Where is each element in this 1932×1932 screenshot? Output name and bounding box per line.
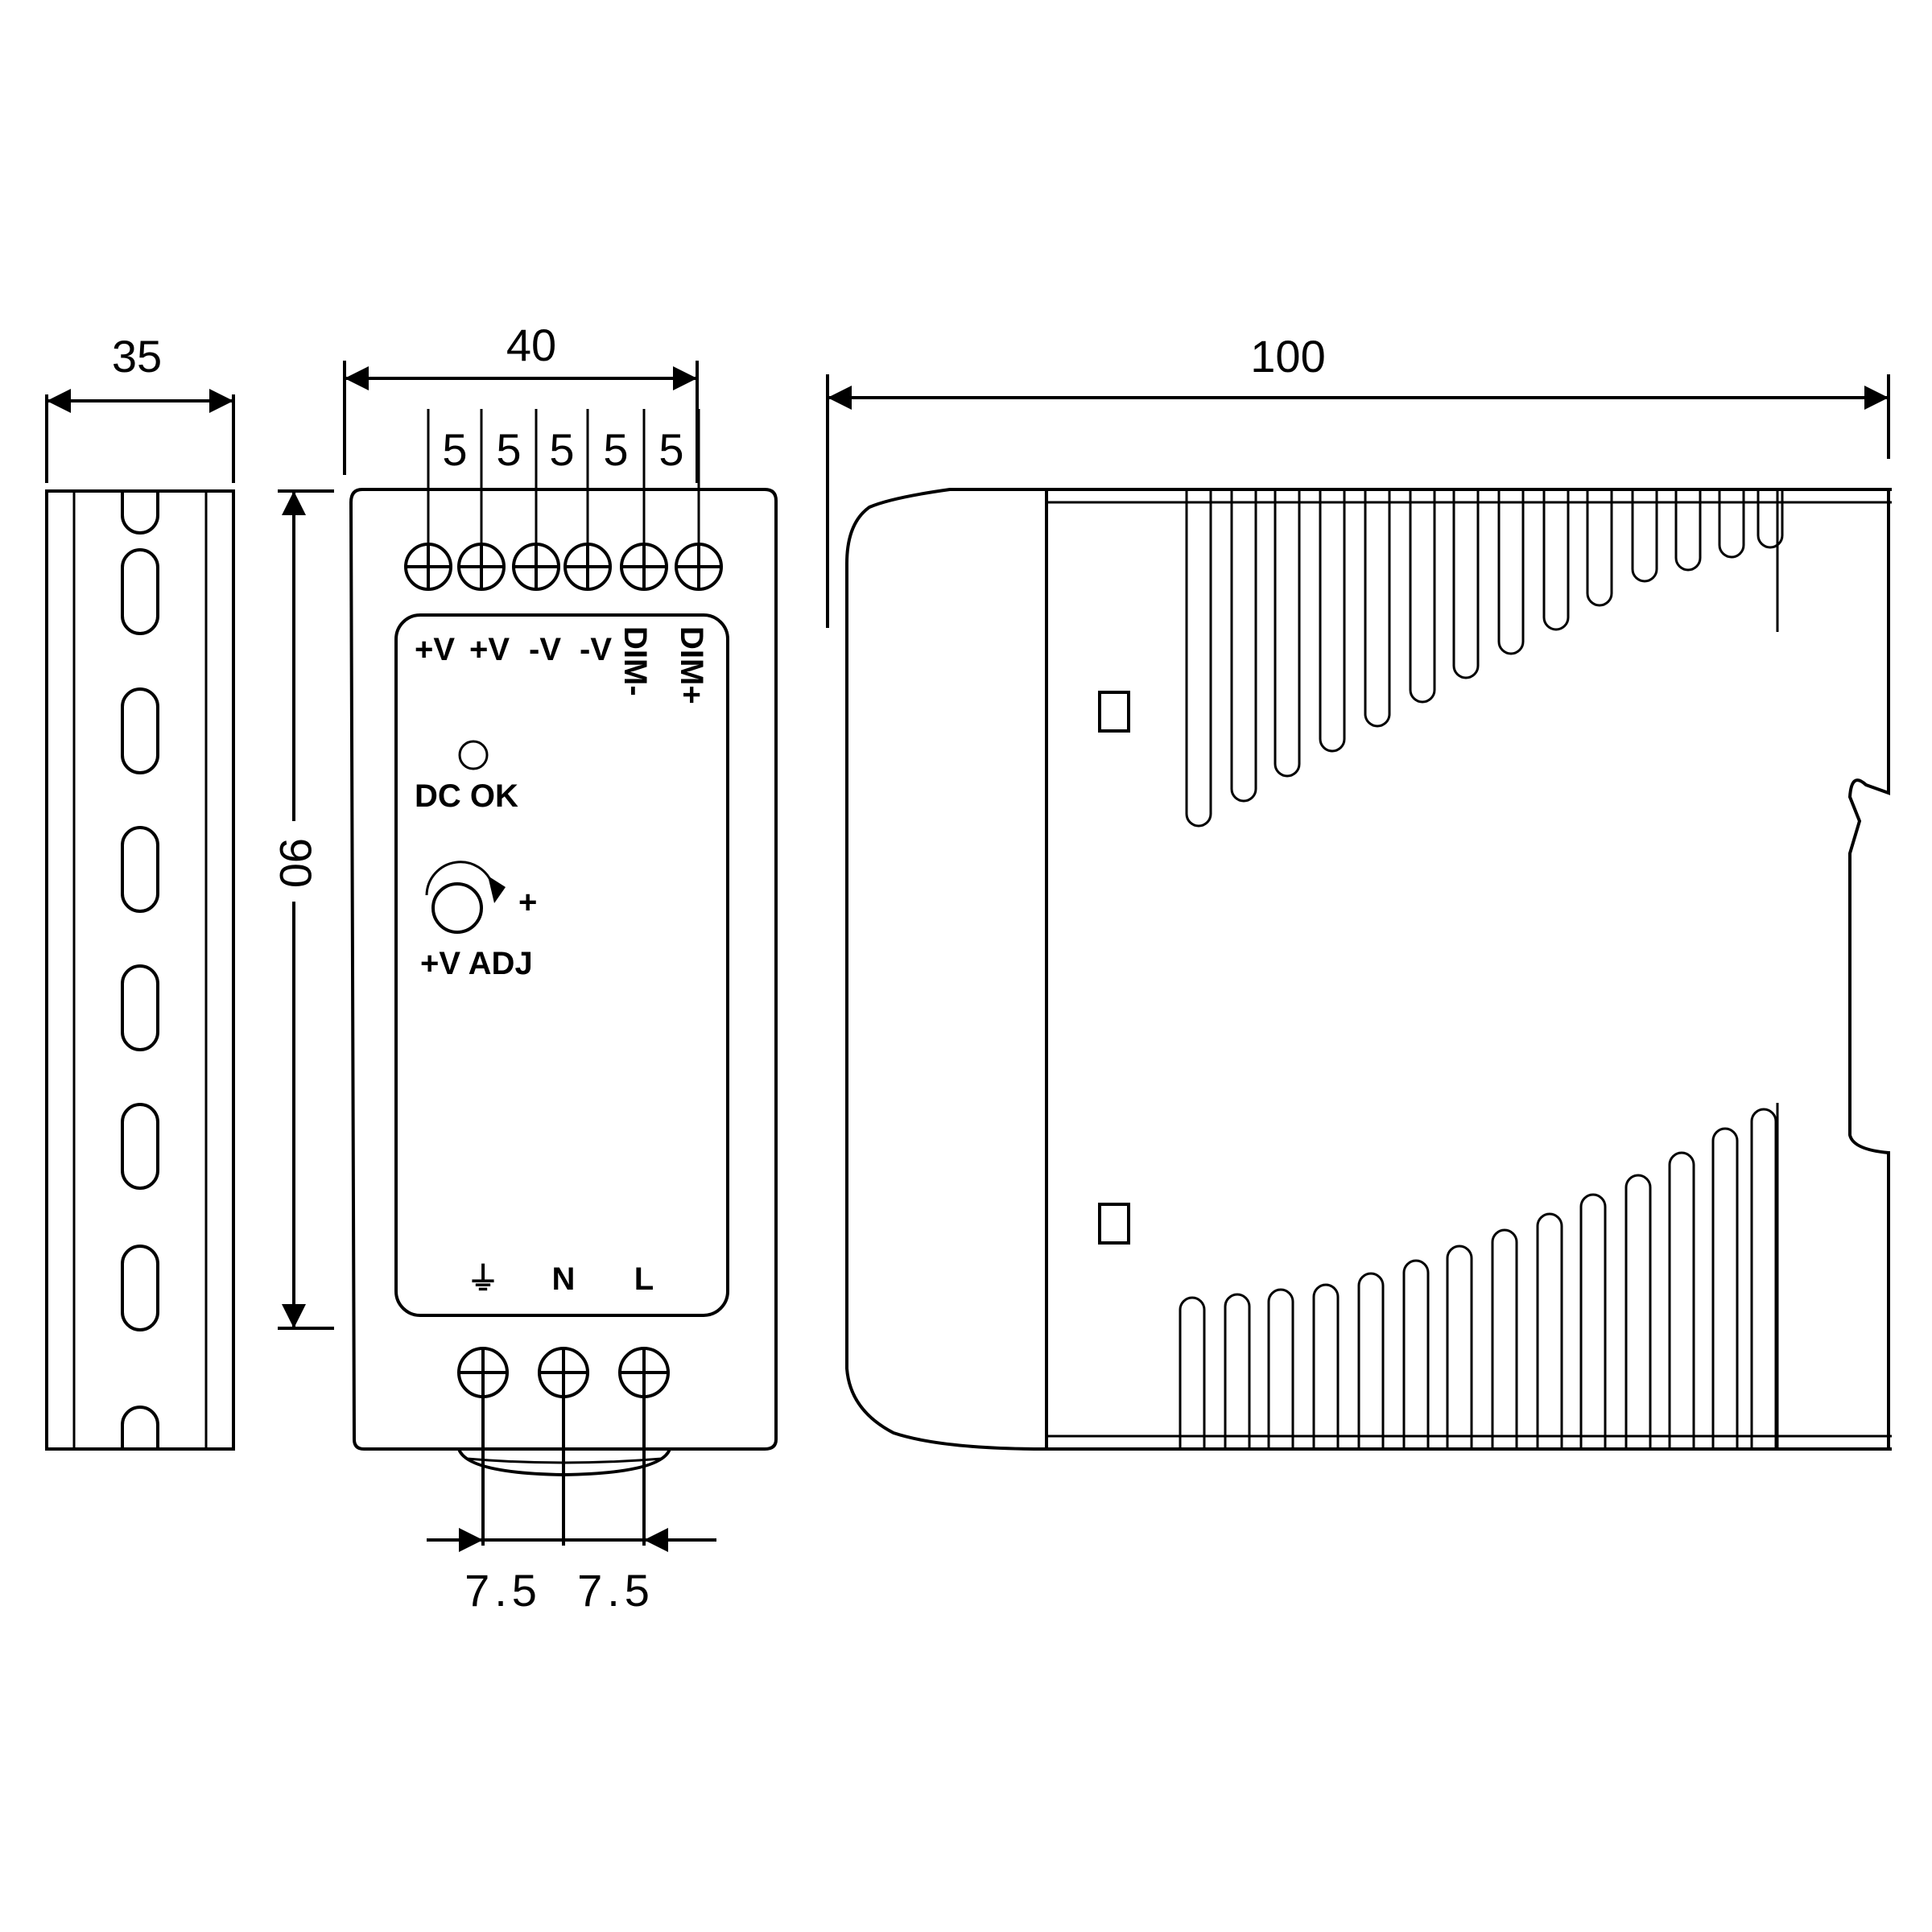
side-window-top [1098,691,1130,733]
side-window-bottom [1098,1203,1130,1245]
voltage-adjust-potentiometer-icon [425,861,506,934]
vent-slot-top-7 [1452,489,1480,679]
output-screw-1 [404,543,452,591]
terminal-label-vplus-2: +V [469,632,510,667]
vent-slot-bottom-3 [1267,1288,1294,1449]
ventilation-slots-bottom [1179,1108,1777,1449]
rail-slot-6 [121,1245,159,1331]
vent-slot-bottom-10 [1579,1193,1607,1449]
rail-top-notch [121,491,159,535]
ventilation-slots-top [1185,489,1784,828]
input-terminal-screws [457,1347,670,1398]
input-screw-2 [538,1347,589,1398]
terminal-pitch-label-4: 5 [603,424,628,475]
rail-outline [45,489,235,1451]
input-screw-1 [457,1347,509,1398]
vent-slot-top-5 [1364,489,1391,728]
vent-slot-top-13 [1718,489,1745,559]
terminal-label-dim-minus: DIM- [617,626,653,696]
vent-slot-bottom-6 [1402,1259,1430,1449]
output-screw-2 [457,543,506,591]
terminal-label-vminus-2: -V [580,632,612,667]
din-rail-view: 35 [45,331,235,1451]
terminal-pitch-label-3: 5 [549,424,574,475]
vent-slot-bottom-5 [1357,1272,1385,1449]
rail-slots [121,548,159,1331]
input-screw-3 [618,1347,670,1398]
vent-slot-top-4 [1319,489,1346,753]
dc-ok-led-icon [458,740,489,770]
adjust-label: +V ADJ [420,946,533,981]
output-terminal-screws [404,543,723,591]
dc-ok-label: DC OK [415,778,518,814]
output-screw-4 [564,543,612,591]
housing-outline [349,488,778,1451]
unit-depth-label: 100 [1250,331,1325,382]
terminal-pitch-label-5: 5 [658,424,683,475]
vent-slot-top-2 [1230,489,1257,803]
vent-slot-bottom-1 [1179,1296,1206,1449]
vent-slot-bottom-13 [1711,1127,1739,1449]
vent-slot-bottom-4 [1312,1283,1340,1449]
front-label-panel [394,613,729,1317]
front-cap-outline [845,488,1047,1451]
output-screw-6 [675,543,723,591]
input-pitch-label-2: 7.5 [577,1565,654,1616]
rail-slot-5 [121,1103,159,1190]
rail-slot-1 [121,548,159,635]
terminal-label-earth: ⏚ [467,1261,499,1297]
rail-slot-4 [121,964,159,1051]
vent-slot-bottom-12 [1668,1151,1695,1449]
terminal-pitch-label-2: 5 [496,424,521,475]
vent-slot-bottom-9 [1536,1212,1563,1449]
vent-slot-top-10 [1586,489,1613,607]
rail-slot-3 [121,826,159,913]
adjust-plus-label: + [518,885,537,920]
output-screw-3 [512,543,560,591]
vent-slot-top-6 [1409,489,1436,704]
vent-slot-top-11 [1631,489,1658,583]
terminal-label-dim-plus: DIM+ [674,626,709,704]
vent-slot-top-3 [1274,489,1301,778]
vent-slot-top-14 [1757,489,1784,549]
rail-slot-2 [121,687,159,774]
unit-width-label: 40 [506,320,556,370]
input-pitch-label-1: 7.5 [464,1565,542,1616]
terminal-label-line: L [634,1261,654,1297]
terminal-pitch-label-1: 5 [442,424,467,475]
vent-slot-bottom-2 [1224,1293,1251,1449]
vent-slot-top-12 [1674,489,1702,572]
side-view: 100 [826,331,1892,1451]
terminal-label-neutral: N [552,1261,576,1297]
unit-height-label: 90 [270,838,321,888]
terminal-label-vminus-1: -V [529,632,561,667]
vent-slot-top-1 [1185,489,1212,828]
terminal-label-vplus-1: +V [415,632,455,667]
rail-width-label: 35 [112,331,162,382]
rail-bottom-notch [121,1406,159,1449]
rear-din-clip-profile [1847,489,1890,1449]
output-screw-5 [620,543,668,591]
vent-slot-bottom-14 [1750,1108,1777,1449]
vent-slot-bottom-8 [1491,1228,1518,1449]
vent-slot-bottom-7 [1446,1245,1473,1449]
vent-slot-top-9 [1542,489,1570,631]
vent-slot-bottom-11 [1624,1174,1652,1449]
vent-slot-top-8 [1497,489,1525,655]
